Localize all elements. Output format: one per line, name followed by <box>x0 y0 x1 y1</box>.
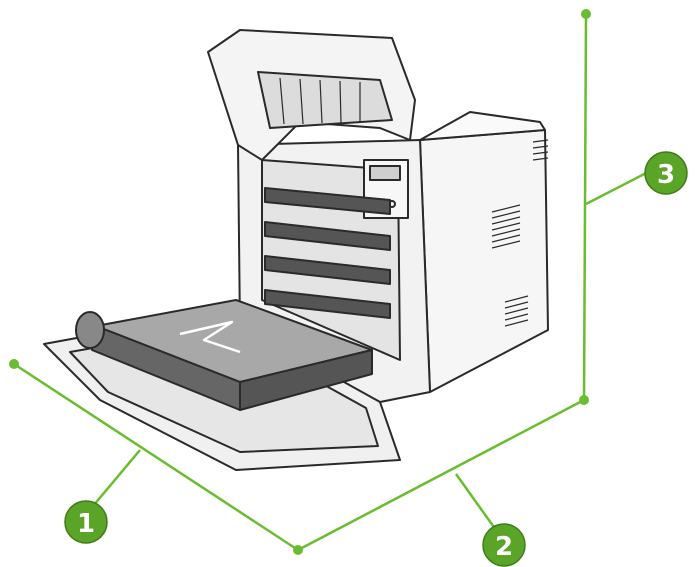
print-cartridges <box>264 187 391 319</box>
side-vent-upper <box>491 204 521 249</box>
depth-dimension-line <box>13 362 299 552</box>
callout-3-number: 3 <box>657 160 675 190</box>
print-cartridge <box>264 187 391 215</box>
callout-1-number: 1 <box>77 509 95 539</box>
dimension-lines <box>13 13 653 552</box>
transfer-belt-frame-right <box>239 349 373 411</box>
control-panel-display <box>369 165 401 181</box>
callout-2: 2 <box>482 523 526 567</box>
dimension-endpoint-dot <box>579 395 589 405</box>
print-cartridge <box>264 221 391 251</box>
print-cartridge <box>264 255 391 285</box>
callout-3-leader <box>585 168 653 206</box>
width-dimension-line <box>297 398 585 552</box>
printer-top-surface <box>419 111 546 141</box>
belt-roller <box>75 311 105 349</box>
dimension-endpoint-dot <box>293 545 303 555</box>
rear-vent <box>532 139 549 161</box>
callout-3-badge <box>644 151 688 195</box>
callout-1: 1 <box>64 500 108 544</box>
print-cartridge <box>264 289 391 319</box>
transfer-belt-handle <box>179 320 241 354</box>
top-cover-ribs <box>279 77 361 125</box>
side-vent-lower <box>504 295 529 327</box>
top-cover-inner <box>257 71 393 129</box>
callout-1-leader <box>87 449 141 513</box>
height-dimension-line <box>582 13 588 401</box>
callout-2-leader <box>454 473 498 531</box>
dimension-endpoint-dot <box>9 359 19 369</box>
callout-3: 3 <box>644 151 688 195</box>
dimension-endpoints <box>9 9 591 555</box>
printer-illustration <box>43 29 549 471</box>
callout-1-badge <box>64 500 108 544</box>
callout-2-number: 2 <box>495 532 513 562</box>
callout-2-badge <box>482 523 526 567</box>
dimension-endpoint-dot <box>581 9 591 19</box>
printer-side-panel <box>419 129 549 393</box>
